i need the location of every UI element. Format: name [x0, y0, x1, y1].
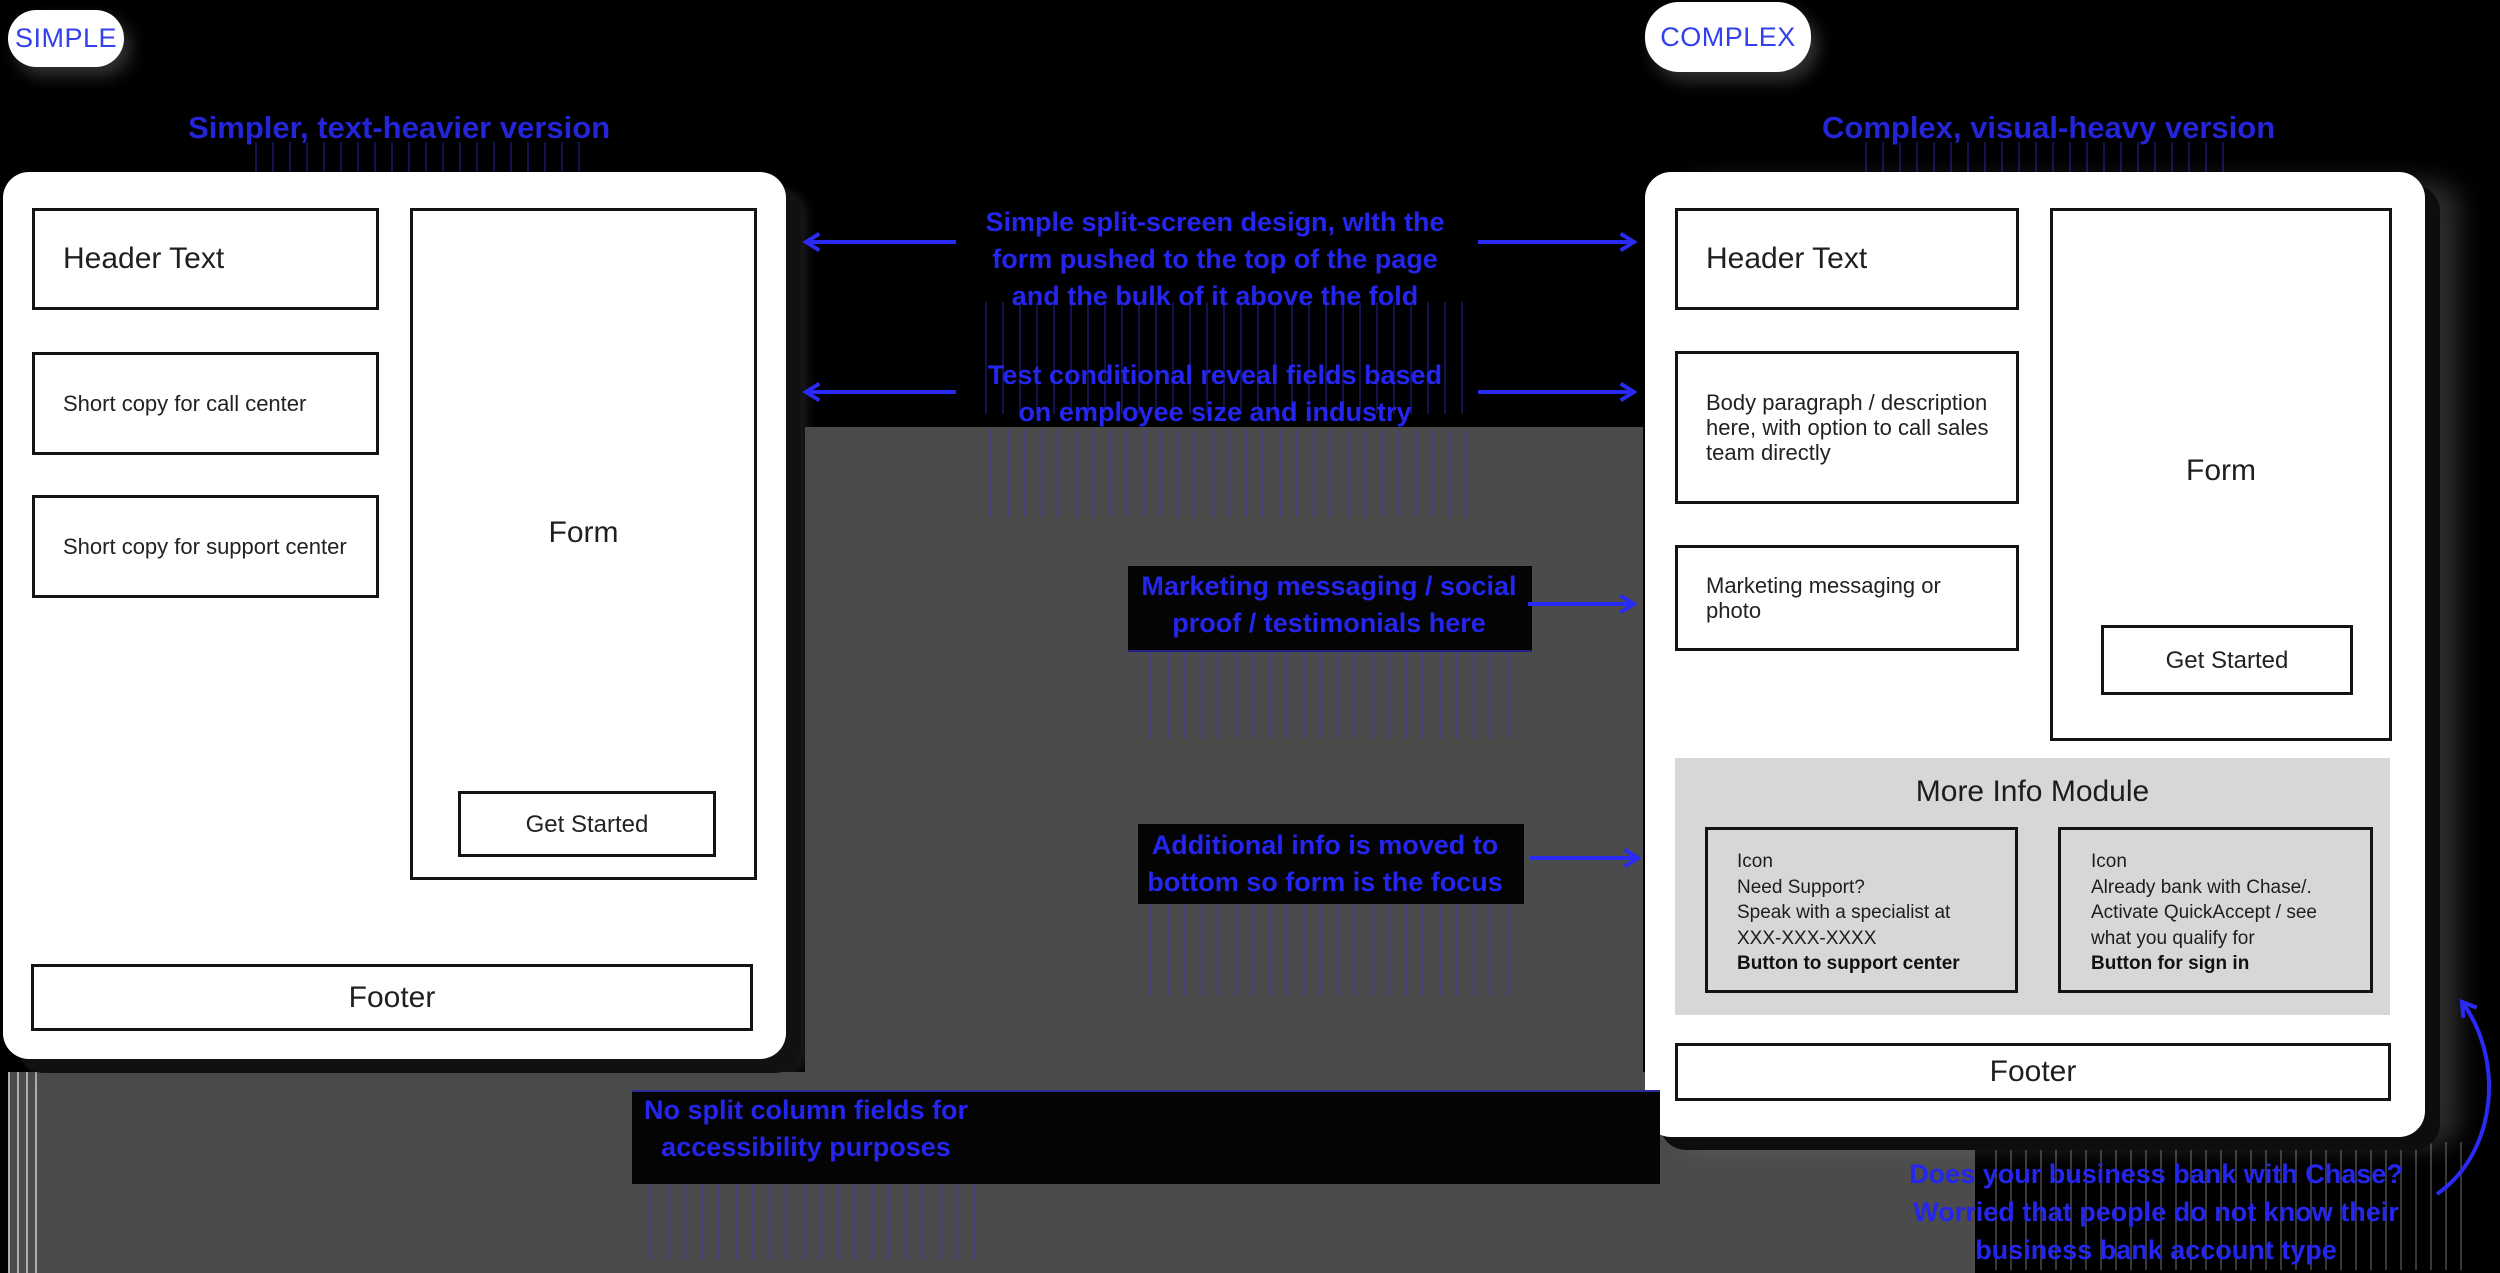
- form-label: Form: [2186, 454, 2256, 487]
- form-label: Form: [548, 516, 619, 549]
- get-started-label: Get Started: [525, 810, 649, 838]
- form-box: Form Get Started: [410, 208, 757, 880]
- support-center-button-label: Button to support center: [1737, 953, 1960, 974]
- simple-pill-label: SIMPLE: [14, 23, 118, 53]
- left-version-heading: Simpler, text-heavier version: [188, 110, 611, 145]
- marketing-copy-box: Marketing messaging or photo: [1675, 545, 2019, 651]
- annotation-highlight-bar: [1138, 824, 1524, 904]
- header-label: Header Text: [1706, 242, 1868, 275]
- get-started-button[interactable]: Get Started: [458, 791, 716, 857]
- signin-button-label: Button for sign in: [2091, 953, 2250, 974]
- artifact-hairlines: [1150, 650, 1520, 738]
- simple-pill-button[interactable]: SIMPLE: [8, 10, 124, 67]
- footer-box: Footer: [31, 964, 753, 1031]
- complex-pill-label: COMPLEX: [1660, 21, 1796, 52]
- support-center-copy-box: Short copy for support center: [32, 495, 379, 598]
- footer-box: Footer: [1675, 1043, 2391, 1101]
- support-center-copy: Short copy for support center: [63, 534, 347, 559]
- header-box: Header Text: [1675, 208, 2019, 310]
- complex-pill-button[interactable]: COMPLEX: [1645, 2, 1811, 72]
- annotation-additional-info: Additional info is moved to bottom so fo…: [1147, 830, 1503, 897]
- simple-version-card: Header Text Short copy for call center S…: [3, 172, 786, 1059]
- signin-info-card: Icon Already bank with Chase/. Activate …: [2058, 827, 2373, 993]
- artifact-hairlines: [1150, 904, 1515, 996]
- form-box: Form Get Started: [2050, 208, 2392, 741]
- signin-info-text: Icon Already bank with Chase/. Activate …: [2091, 851, 2317, 949]
- artifact-hairlines: [650, 1182, 980, 1260]
- annotation-bank-question: Does your business bank with Chase? Worr…: [1909, 1159, 2403, 1265]
- right-version-heading: Complex, visual-heavy version: [1822, 110, 2276, 145]
- more-info-module: More Info Module Icon Need Support? Spea…: [1675, 758, 2390, 1015]
- call-center-copy-box: Short copy for call center: [32, 352, 379, 455]
- body-copy-box: Body paragraph / description here, with …: [1675, 351, 2019, 504]
- annotation-marketing-proof: Marketing messaging / social proof / tes…: [1141, 571, 1517, 638]
- call-center-copy: Short copy for call center: [63, 391, 307, 416]
- header-box: Header Text: [32, 208, 379, 310]
- marketing-copy: Marketing messaging or photo: [1706, 573, 1941, 623]
- artifact-hairlines: [985, 302, 1475, 414]
- more-info-module-title: More Info Module: [1915, 775, 2150, 808]
- annotation-conditional-fields: Test conditional reveal fields based on …: [987, 360, 1443, 427]
- header-label: Header Text: [63, 242, 225, 275]
- complex-version-card: Header Text Body paragraph / description…: [1645, 172, 2425, 1137]
- annotation-highlight-bar: [632, 1090, 1660, 1184]
- support-info-card: Icon Need Support? Speak with a speciali…: [1705, 827, 2018, 993]
- footer-label: Footer: [1989, 1055, 2077, 1088]
- artifact-hairlines-gray: [1995, 1142, 2465, 1270]
- support-info-text: Icon Need Support? Speak with a speciali…: [1737, 851, 1951, 949]
- annotation-no-split-columns: No split column fields for accessibility…: [643, 1095, 968, 1162]
- get-started-button[interactable]: Get Started: [2101, 625, 2353, 695]
- backdrop-center-gray: [805, 427, 1643, 1085]
- artifact-hairlines: [990, 430, 1470, 518]
- footer-label: Footer: [348, 980, 436, 1014]
- scan-stripe-artifact: [8, 1072, 40, 1273]
- annotation-highlight-bar: [1128, 566, 1532, 652]
- body-copy: Body paragraph / description here, with …: [1706, 390, 1989, 465]
- annotation-split-screen: Simple split-screen design, wIth the for…: [985, 207, 1445, 311]
- get-started-label: Get Started: [2165, 646, 2289, 674]
